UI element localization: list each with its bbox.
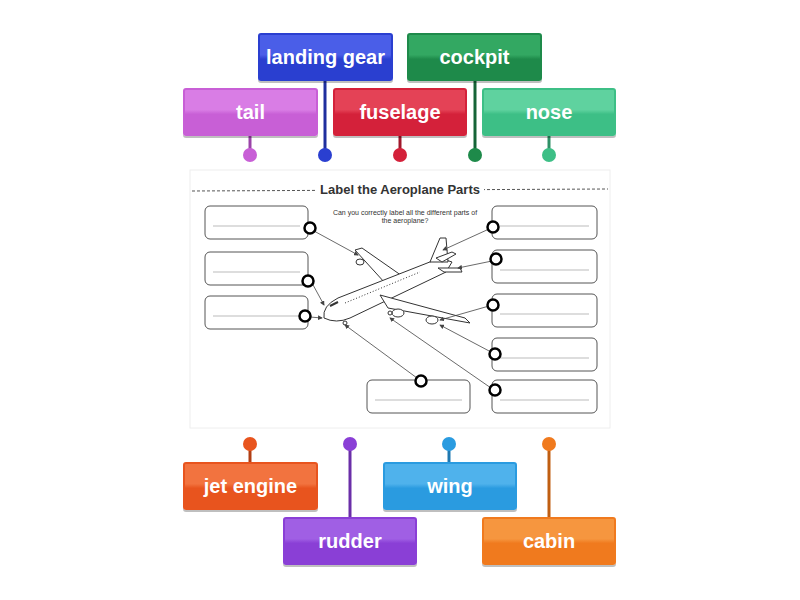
label-tile: wing (383, 462, 517, 510)
label-tile: rudder (283, 517, 417, 565)
tile-text: wing (427, 475, 473, 498)
tile-text: landing gear (266, 46, 385, 69)
worksheet-instruction: Can you correctly label all the differen… (330, 209, 480, 225)
label-tile: landing gear (258, 33, 393, 81)
label-tile: cabin (482, 517, 616, 565)
tile-text: cabin (523, 530, 575, 553)
tile-text: rudder (318, 530, 381, 553)
worksheet-title: Label the Aeroplane Parts (316, 182, 484, 197)
label-tile: jet engine (183, 462, 318, 510)
tile-text: cockpit (439, 46, 509, 69)
tile-text: fuselage (359, 101, 440, 124)
tile-text: tail (236, 101, 265, 124)
label-tile: nose (482, 88, 616, 136)
label-tile: fuselage (333, 88, 467, 136)
label-tile: tail (183, 88, 318, 136)
tile-text: nose (526, 101, 573, 124)
tile-text: jet engine (204, 475, 297, 498)
label-tile: cockpit (407, 33, 542, 81)
